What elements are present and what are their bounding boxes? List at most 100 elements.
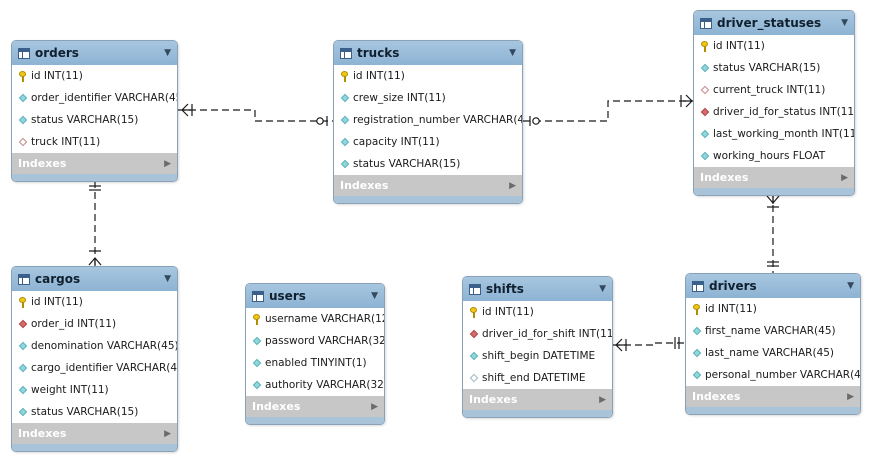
teal-diamond-icon — [339, 137, 350, 147]
table-footer — [334, 196, 522, 203]
column-row[interactable]: last_working_month INT(11) — [694, 123, 854, 145]
column-label: capacity INT(11) — [353, 136, 440, 148]
table-header-trucks[interactable]: trucks ▼ — [334, 41, 522, 65]
zero-one-trucks-right — [532, 117, 540, 125]
column-row[interactable]: capacity INT(11) — [334, 131, 522, 153]
teal-diamond-icon — [251, 336, 262, 346]
collapse-icon[interactable]: ▼ — [164, 274, 171, 284]
teal-diamond-icon — [699, 151, 710, 161]
table-header-drivers[interactable]: drivers ▼ — [686, 274, 860, 298]
table-orders[interactable]: orders ▼ id INT(11) order_identifier VAR… — [11, 40, 178, 182]
hollow-diamond-icon — [699, 85, 710, 95]
collapse-icon[interactable]: ▼ — [509, 48, 516, 58]
column-label: status VARCHAR(15) — [353, 158, 461, 170]
column-row[interactable]: authority VARCHAR(32) — [246, 374, 384, 396]
hollow-diamond-icon — [468, 373, 479, 383]
expand-icon[interactable]: ▶ — [847, 391, 854, 402]
collapse-icon[interactable]: ▼ — [847, 281, 854, 291]
column-row[interactable]: id INT(11) — [686, 298, 860, 320]
column-label: enabled TINYINT(1) — [265, 357, 367, 369]
column-row[interactable]: order_identifier VARCHAR(45) — [12, 87, 177, 109]
collapse-icon[interactable]: ▼ — [599, 284, 606, 294]
column-row[interactable]: personal_number VARCHAR(45) — [686, 364, 860, 386]
teal-diamond-icon — [17, 93, 28, 103]
column-row[interactable]: status VARCHAR(15) — [334, 153, 522, 175]
collapse-icon[interactable]: ▼ — [371, 291, 378, 301]
expand-icon[interactable]: ▶ — [371, 401, 378, 412]
table-icon — [252, 290, 264, 302]
column-row[interactable]: enabled TINYINT(1) — [246, 352, 384, 374]
column-row[interactable]: id INT(11) — [12, 291, 177, 313]
column-row[interactable]: shift_begin DATETIME — [463, 345, 612, 367]
column-label: status VARCHAR(15) — [31, 406, 139, 418]
rel-orders-trucks — [178, 109, 333, 122]
table-drivers[interactable]: drivers ▼ id INT(11) first_name VARCHAR(… — [685, 273, 861, 415]
indexes-label: Indexes — [692, 390, 741, 403]
column-label: password VARCHAR(32) — [265, 335, 385, 347]
column-row[interactable]: username VARCHAR(12) — [246, 308, 384, 330]
expand-icon[interactable]: ▶ — [164, 428, 171, 439]
column-row[interactable]: current_truck INT(11) — [694, 79, 854, 101]
column-row[interactable]: last_name VARCHAR(45) — [686, 342, 860, 364]
key-icon — [691, 303, 702, 315]
column-label: id INT(11) — [31, 296, 83, 308]
indexes-bar[interactable]: Indexes▶ — [334, 175, 522, 196]
table-header-users[interactable]: users ▼ — [246, 284, 384, 308]
table-shifts[interactable]: shifts ▼ id INT(11) driver_id_for_shift … — [462, 276, 613, 418]
table-trucks[interactable]: trucks ▼ id INT(11) crew_size INT(11) re… — [333, 40, 523, 204]
red-diamond-icon — [17, 319, 28, 329]
column-row[interactable]: denomination VARCHAR(45) — [12, 335, 177, 357]
column-row[interactable]: registration_number VARCHAR(45) — [334, 109, 522, 131]
column-row[interactable]: status VARCHAR(15) — [694, 57, 854, 79]
teal-diamond-icon — [17, 407, 28, 417]
column-row[interactable]: status VARCHAR(15) — [12, 109, 177, 131]
table-driver-statuses[interactable]: driver_statuses ▼ id INT(11) status VARC… — [693, 10, 855, 196]
teal-diamond-icon — [691, 326, 702, 336]
table-header-cargos[interactable]: cargos ▼ — [12, 267, 177, 291]
expand-icon[interactable]: ▶ — [841, 172, 848, 183]
table-icon — [18, 47, 30, 59]
table-footer — [686, 407, 860, 414]
column-label: driver_id_for_status INT(11) — [713, 106, 855, 118]
table-cargos[interactable]: cargos ▼ id INT(11) order_id INT(11) den… — [11, 266, 178, 452]
column-row[interactable]: truck INT(11) — [12, 131, 177, 153]
column-row[interactable]: id INT(11) — [334, 65, 522, 87]
column-row[interactable]: id INT(11) — [463, 301, 612, 323]
indexes-bar[interactable]: Indexes ▶ — [686, 386, 860, 407]
collapse-icon[interactable]: ▼ — [164, 48, 171, 58]
column-row[interactable]: order_id INT(11) — [12, 313, 177, 335]
table-header-shifts[interactable]: shifts ▼ — [463, 277, 612, 301]
column-row[interactable]: driver_id_for_status INT(11) — [694, 101, 854, 123]
key-icon — [468, 306, 479, 318]
table-title: trucks — [357, 46, 400, 60]
table-icon — [469, 283, 481, 295]
table-footer — [246, 417, 384, 424]
column-row[interactable]: weight INT(11) — [12, 379, 177, 401]
column-row[interactable]: id INT(11) — [12, 65, 177, 87]
key-icon — [251, 313, 262, 325]
indexes-bar[interactable]: Indexes▶ — [463, 389, 612, 410]
column-row[interactable]: first_name VARCHAR(45) — [686, 320, 860, 342]
column-label: weight INT(11) — [31, 384, 109, 396]
table-header-driver-statuses[interactable]: driver_statuses ▼ — [694, 11, 854, 35]
column-row[interactable]: cargo_identifier VARCHAR(45) — [12, 357, 177, 379]
expand-icon[interactable]: ▶ — [164, 158, 171, 169]
indexes-bar[interactable]: Indexes▶ — [12, 423, 177, 444]
column-label: last_name VARCHAR(45) — [705, 347, 835, 359]
expand-icon[interactable]: ▶ — [599, 394, 606, 405]
column-row[interactable]: working_hours FLOAT — [694, 145, 854, 167]
column-row[interactable]: status VARCHAR(15) — [12, 401, 177, 423]
column-row[interactable]: id INT(11) — [694, 35, 854, 57]
indexes-bar[interactable]: Indexes▶ — [694, 167, 854, 188]
column-row[interactable]: driver_id_for_shift INT(11) — [463, 323, 612, 345]
indexes-bar[interactable]: Indexes▶ — [246, 396, 384, 417]
collapse-icon[interactable]: ▼ — [841, 18, 848, 28]
column-row[interactable]: shift_end DATETIME — [463, 367, 612, 389]
column-row[interactable]: crew_size INT(11) — [334, 87, 522, 109]
table-header-orders[interactable]: orders ▼ — [12, 41, 177, 65]
expand-icon[interactable]: ▶ — [509, 180, 516, 191]
indexes-bar[interactable]: Indexes▶ — [12, 153, 177, 174]
column-row[interactable]: password VARCHAR(32) — [246, 330, 384, 352]
table-users[interactable]: users ▼ username VARCHAR(12) password VA… — [245, 283, 385, 425]
